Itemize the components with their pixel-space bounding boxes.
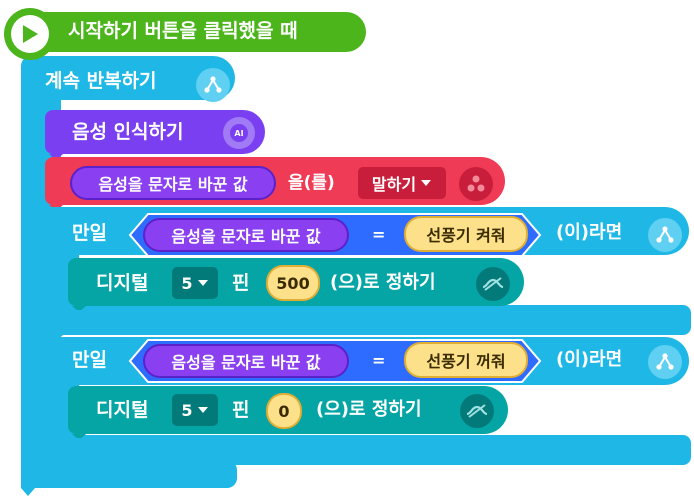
speak-particle: 을(를) — [288, 173, 335, 193]
digital-suffix-1: (으)로 정하기 — [330, 272, 436, 293]
chevron-down-icon — [197, 406, 209, 414]
branch-icon — [648, 218, 682, 252]
pin-value-input-1[interactable]: 500 — [266, 265, 320, 301]
pin-word-1: 핀 — [232, 272, 250, 294]
start-label: 시작하기 버튼을 클릭했을 때 — [68, 20, 298, 42]
voice-recognition-block[interactable] — [45, 110, 267, 158]
chevron-down-icon — [197, 279, 209, 287]
if-label-1: 만일 — [72, 222, 107, 244]
pin-dropdown-1[interactable]: 5 — [172, 267, 218, 299]
compare-text-pill-2[interactable]: 선풍기 꺼줘 — [404, 342, 528, 378]
branch-icon — [648, 345, 682, 379]
loop-icon — [196, 68, 230, 102]
start-block[interactable] — [0, 8, 368, 60]
pin-value-1: 5 — [181, 273, 193, 293]
digital-suffix-2: (으)로 정하기 — [316, 399, 422, 420]
speech-text-value-pill-1[interactable]: 음성을 문자로 바꾼 값 — [143, 218, 349, 252]
voice-label: 음성 인식하기 — [72, 121, 184, 143]
ai-icon: AI — [223, 117, 255, 149]
ai-icon-text: AI — [230, 124, 248, 142]
compare-text-pill-1[interactable]: 선풍기 켜줘 — [404, 216, 528, 252]
if-suffix-1: (이)라면 — [556, 222, 623, 243]
dots-icon — [459, 167, 493, 201]
speech-text-value-pill[interactable]: 음성을 문자로 바꾼 값 — [70, 166, 276, 200]
digital-label-2: 디지털 — [96, 399, 149, 421]
digital-label-1: 디지털 — [96, 272, 149, 294]
loop-block[interactable] — [21, 56, 237, 496]
speak-mode-dropdown[interactable]: 말하기 — [358, 167, 446, 199]
play-icon[interactable] — [11, 15, 49, 53]
if-suffix-2: (이)라면 — [556, 349, 623, 370]
pwm-wave-icon — [476, 267, 510, 301]
loop-label: 계속 반복하기 — [45, 70, 157, 92]
pwm-wave-icon — [460, 394, 494, 428]
chevron-down-icon — [420, 179, 432, 187]
pin-dropdown-2[interactable]: 5 — [172, 394, 218, 426]
equal-operator-2: = — [372, 351, 386, 370]
speak-mode-label: 말하기 — [371, 175, 417, 194]
speech-text-value-pill-2[interactable]: 음성을 문자로 바꾼 값 — [143, 344, 349, 378]
equal-operator-1: = — [372, 225, 386, 244]
pin-value-2: 5 — [181, 400, 193, 420]
pin-word-2: 핀 — [232, 399, 250, 421]
pin-value-input-2[interactable]: 0 — [266, 393, 302, 429]
if-label-2: 만일 — [72, 349, 107, 371]
